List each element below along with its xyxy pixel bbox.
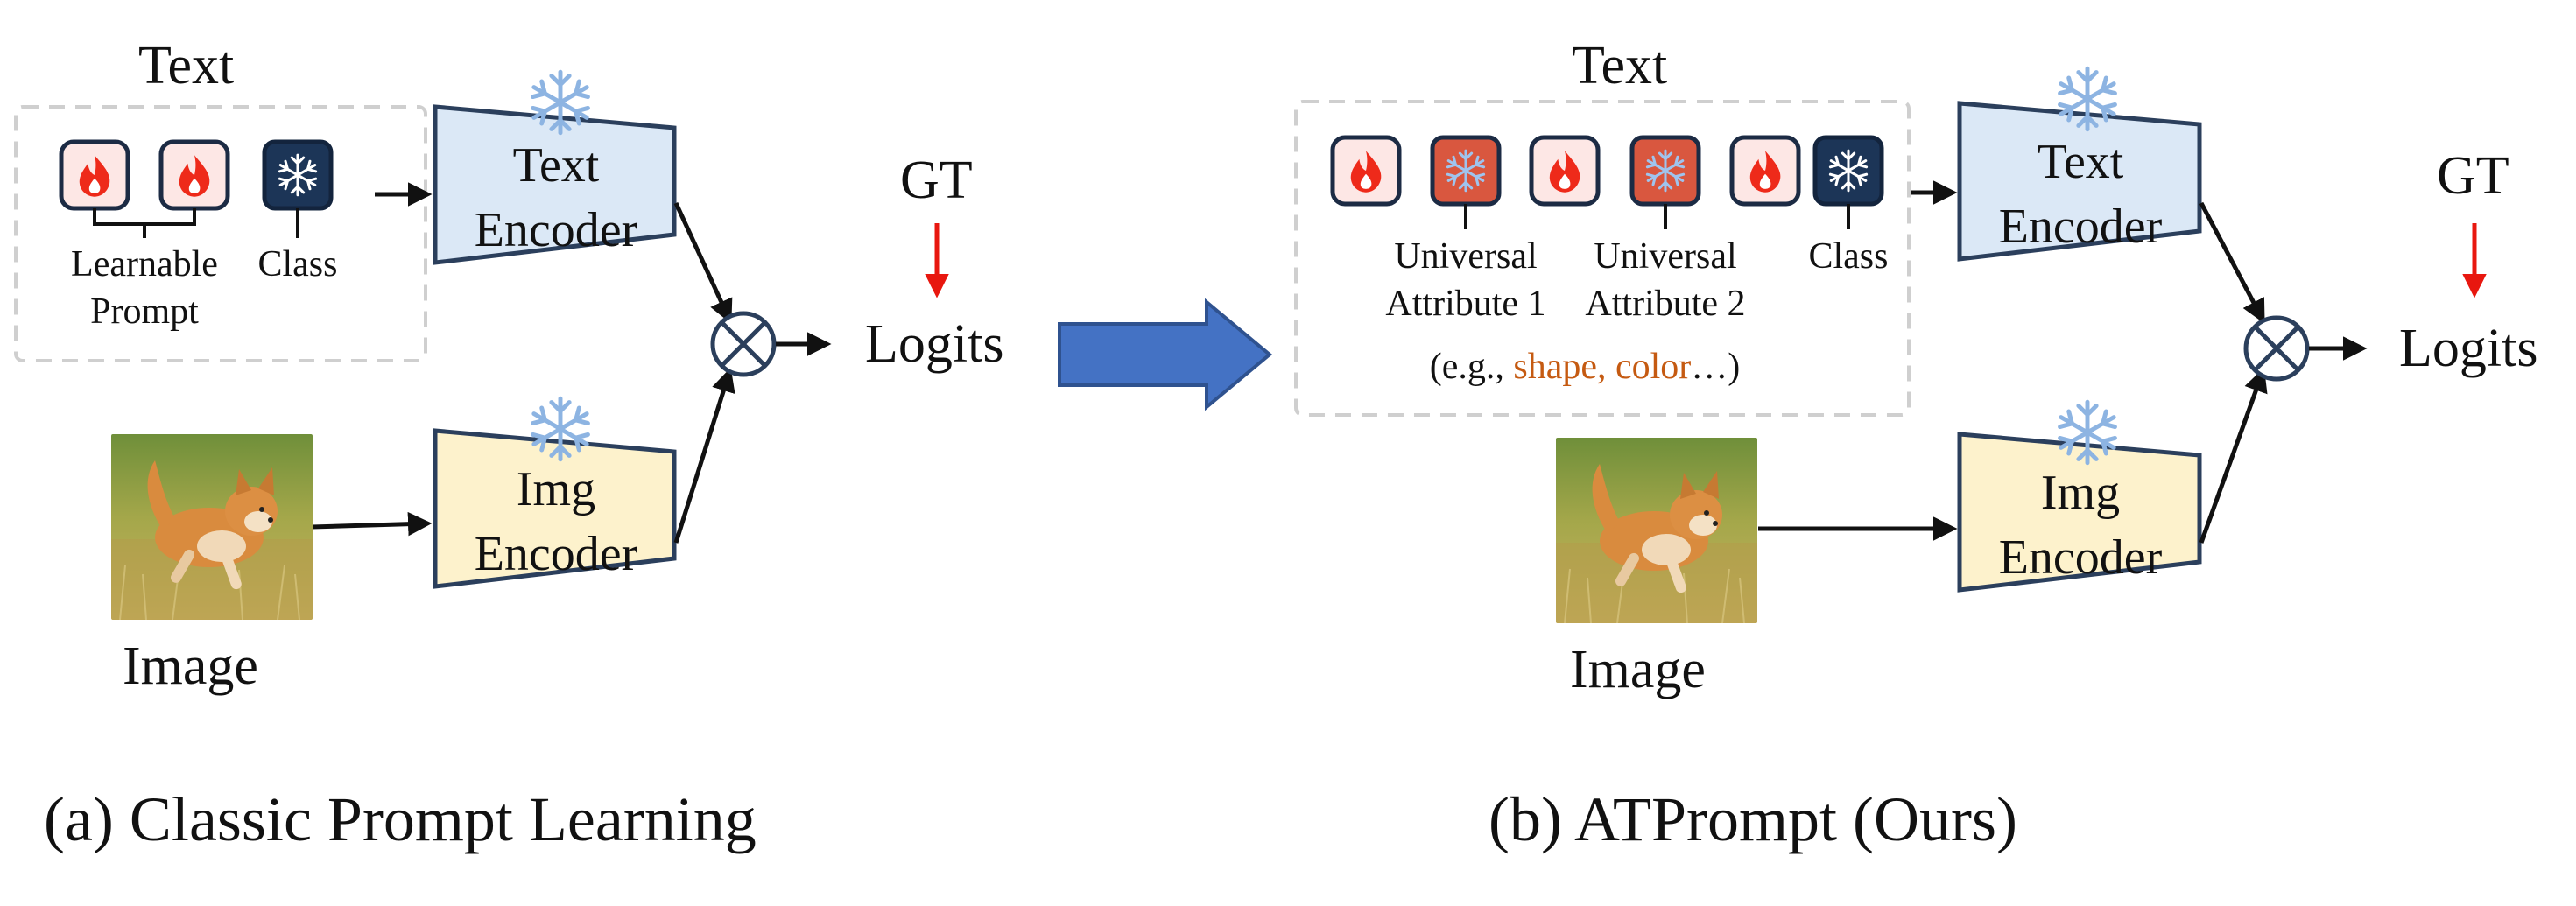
- otimes-icon: [710, 311, 777, 377]
- transition-arrow: [1058, 298, 1273, 411]
- snowflake-icon: [2060, 68, 2115, 130]
- arrow-text-to-otimes-a: [673, 201, 733, 324]
- otimes-icon: [2243, 315, 2310, 382]
- text-encoder-a: [433, 104, 677, 265]
- caption-b: (b) ATPrompt (Ours): [1489, 784, 2017, 854]
- class-token-b: [1812, 135, 1884, 207]
- img-encoder-a: [433, 428, 677, 589]
- learnable-bracket: [93, 208, 196, 226]
- image-label-a: Image: [123, 636, 258, 696]
- logits-label-b: Logits: [2399, 319, 2538, 378]
- attribute-token-2: [1629, 135, 1701, 207]
- dog-photo-b: [1556, 438, 1757, 623]
- gt-label-a: GT: [900, 151, 973, 210]
- attribute-example-highlight: shape, color: [1513, 347, 1692, 387]
- arrow-text-to-otimes-b: [2199, 201, 2265, 324]
- learnable-token-a1: [59, 139, 130, 211]
- arrow-img-to-otimes-b: [2199, 367, 2268, 544]
- learnable-token-a2: [158, 139, 230, 211]
- img-encoder-b: [1957, 432, 2202, 593]
- text-region-b: [1294, 100, 1911, 417]
- text-heading-b: Text: [1572, 36, 1668, 95]
- arrow-img-to-otimes-a: [673, 367, 735, 544]
- dog-photo-a: [111, 434, 313, 620]
- snowflake-icon: [533, 72, 588, 133]
- gt-label-b: GT: [2437, 146, 2509, 206]
- learnable-token-b3: [1729, 135, 1801, 207]
- class-label-a: Class: [257, 244, 338, 284]
- learnable-token-b2: [1529, 135, 1601, 207]
- learnable-token-b1: [1330, 135, 1402, 207]
- attribute-token-1: [1430, 135, 1502, 207]
- arrow-image-to-encoder-a: [311, 511, 433, 537]
- caption-a: (a) Classic Prompt Learning: [44, 784, 757, 854]
- class-token-a: [262, 139, 334, 211]
- attribute-example-text: (e.g., shape, color…): [1429, 347, 1741, 387]
- snowflake-icon: [2060, 402, 2115, 463]
- text-region-a: [14, 105, 427, 362]
- class-label-b: Class: [1808, 236, 1889, 277]
- text-heading-a: Text: [138, 36, 235, 95]
- logits-label-a: Logits: [865, 314, 1004, 374]
- snowflake-icon: [533, 398, 588, 460]
- text-encoder-b: [1957, 101, 2202, 262]
- image-label-b: Image: [1570, 640, 1706, 699]
